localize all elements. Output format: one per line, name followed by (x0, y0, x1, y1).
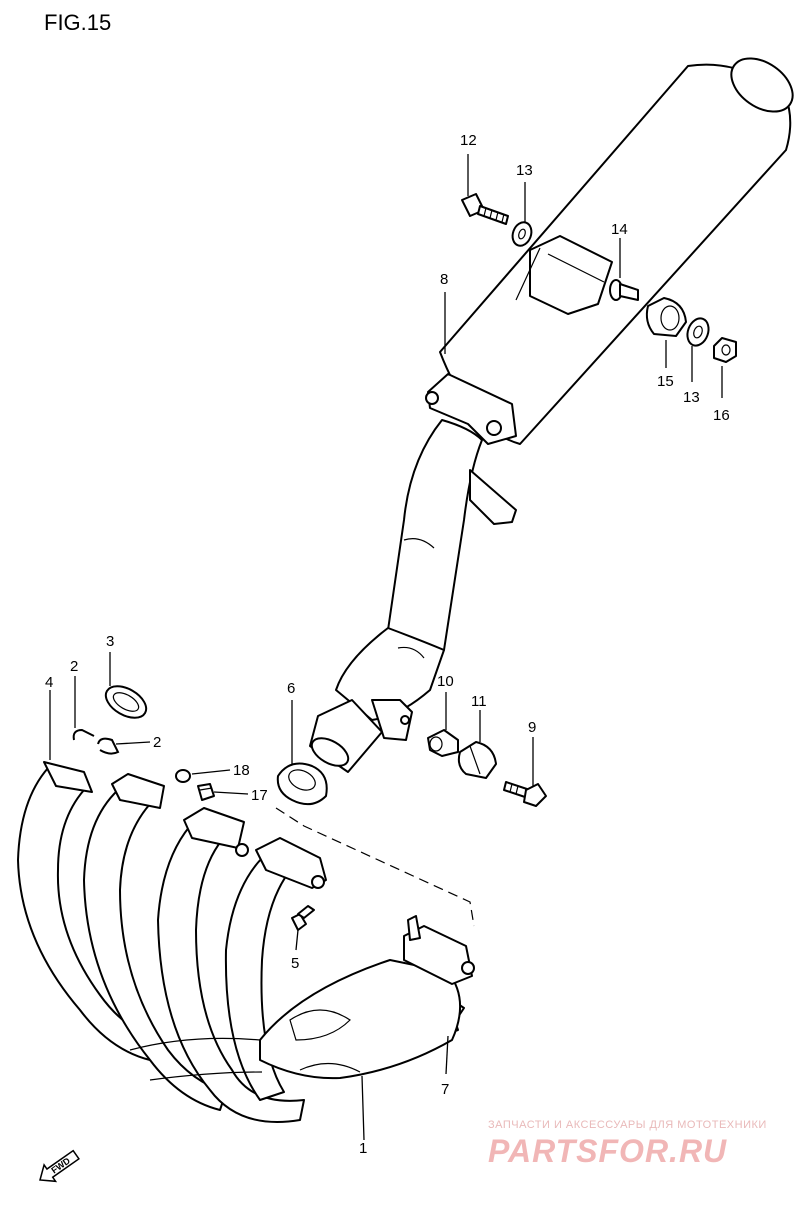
watermark-brand: PARTSFOR.RU (488, 1133, 727, 1169)
callout-3: 3 (106, 633, 114, 650)
callout-8: 8 (440, 271, 448, 288)
bolt-part-5 (291, 905, 315, 931)
watermark: ЗАПЧАСТИ И АКСЕССУАРЫ ДЛЯ МОТОТЕХНИКИ PA… (488, 1119, 767, 1169)
clip-part-2a (72, 728, 95, 741)
callout-9: 9 (528, 719, 536, 736)
callout-2-upper: 2 (70, 658, 78, 675)
figure-title: FIG.15 (44, 10, 111, 35)
callout-13-upper: 13 (516, 162, 533, 179)
bolt-part-12 (461, 193, 509, 225)
callout-11: 11 (471, 693, 487, 710)
callout-12: 12 (460, 132, 477, 149)
callout-16: 16 (713, 407, 730, 424)
gasket-part-6 (276, 762, 328, 806)
washer-part-13b (686, 317, 710, 347)
muffler-part-8 (309, 57, 794, 773)
clip-part-2b (97, 737, 120, 755)
callout-15: 15 (657, 373, 674, 390)
exhaust-header-part-1 (17, 761, 475, 1123)
callout-13-lower: 13 (683, 389, 700, 406)
damper-part-11 (457, 741, 497, 779)
gasket-part-3 (104, 685, 148, 719)
callout-18: 18 (233, 762, 250, 779)
callout-1: 1 (359, 1140, 367, 1157)
callout-7: 7 (441, 1081, 449, 1098)
grommet-part-15 (645, 297, 687, 337)
spacer-part-10 (427, 729, 459, 757)
callout-2-lower: 2 (153, 734, 161, 751)
stud-part-14 (609, 279, 639, 301)
bolt-part-9 (503, 781, 547, 807)
fwd-arrow-icon: FWD (39, 1149, 80, 1183)
bolt-part-17 (197, 783, 215, 801)
washer-part-18 (175, 769, 191, 783)
watermark-tagline: ЗАПЧАСТИ И АКСЕССУАРЫ ДЛЯ МОТОТЕХНИКИ (488, 1119, 767, 1131)
callout-10: 10 (437, 673, 454, 690)
nut-part-16 (713, 337, 737, 363)
assembly-dashed-line (275, 807, 475, 927)
callout-4: 4 (45, 674, 53, 691)
callout-5: 5 (291, 955, 299, 972)
leader-lines (49, 154, 723, 1141)
washer-part-13a (511, 221, 533, 247)
callout-17: 17 (251, 787, 268, 804)
callout-14: 14 (611, 221, 628, 238)
callout-6: 6 (287, 680, 295, 697)
